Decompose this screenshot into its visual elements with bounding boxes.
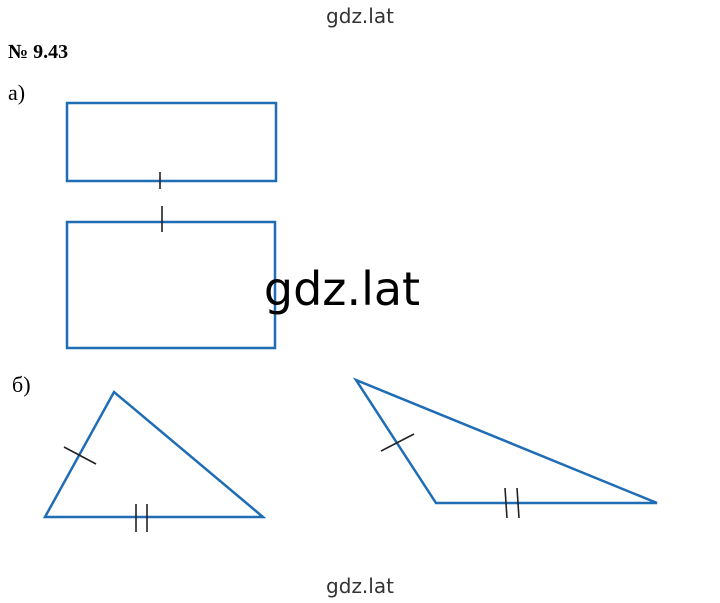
triangle-right-double-tick-2 [516,487,520,519]
part-b-label: б) [12,372,31,397]
triangle-right-single-tick [380,433,415,452]
watermark-top: gdz.lat [326,4,394,28]
rectangle-bottom [65,220,277,350]
rectangle-top [65,101,278,183]
problem-number: № 9.43 [8,41,69,63]
part-a-label: а) [8,80,26,105]
triangle-left-single-tick [63,446,97,465]
triangle-right [352,377,658,505]
watermark-bottom: gdz.lat [326,574,394,598]
watermark-center: gdz.lat [263,262,421,316]
triangle-right-double-tick-1 [504,487,508,519]
